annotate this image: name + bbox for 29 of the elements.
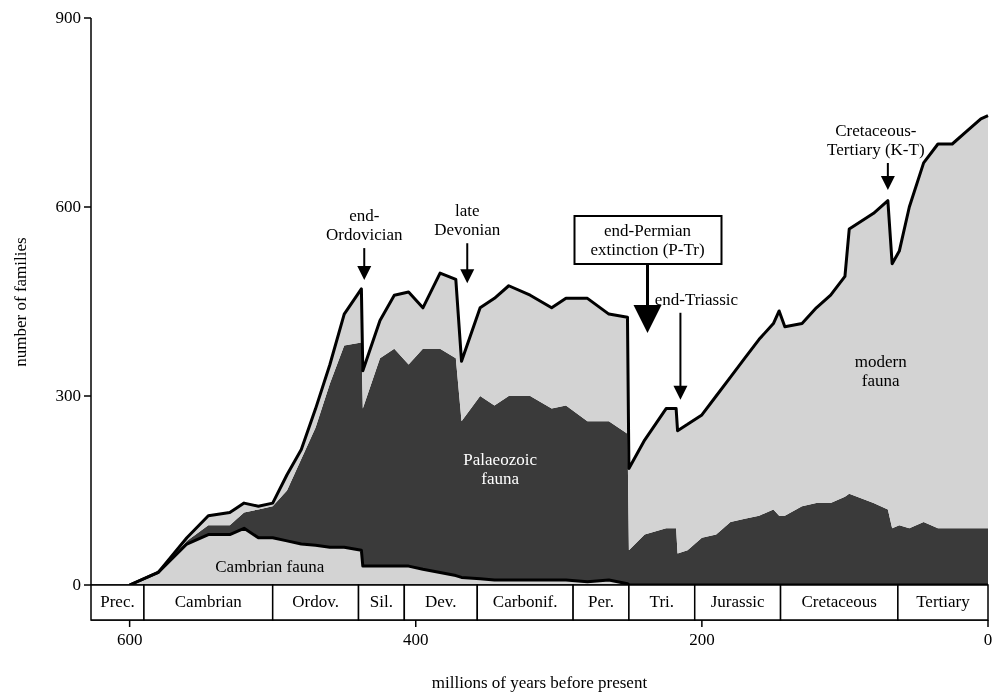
period-label: Ordov. <box>292 592 339 611</box>
period-label: Per. <box>588 592 614 611</box>
tick-label: 300 <box>55 386 81 405</box>
annotation-text: end-Ordovician <box>325 206 404 245</box>
tick-label: 400 <box>403 630 429 649</box>
period-label: Carbonif. <box>492 592 558 611</box>
annotation-text: Cretaceous-Tertiary (K-T) <box>826 121 926 159</box>
period-label: Tri. <box>649 592 674 611</box>
period-label: Sil. <box>369 592 393 611</box>
period-label: Cambrian <box>174 592 242 611</box>
axis-title: number of families <box>10 235 30 369</box>
series-label: Palaeozoic fauna <box>462 449 538 488</box>
annotation-text: end-Triassic <box>653 289 740 309</box>
tick-label: 600 <box>116 630 143 649</box>
tick-label: 0 <box>983 630 993 649</box>
series-label: modern fauna <box>853 351 908 390</box>
axis-title: millions of years before present <box>430 673 649 692</box>
period-label: Tertiary <box>916 592 970 611</box>
series-label: Cambrian fauna <box>214 556 326 576</box>
annotation-text: late Devonian <box>433 201 502 240</box>
period-label: Dev. <box>425 592 457 611</box>
period-label: Cretaceous <box>801 592 877 611</box>
period-label: Jurassic <box>710 592 765 611</box>
tick-label: 600 <box>55 197 81 216</box>
annotation-text: end-Permian extinction (P-Tr) <box>573 215 722 265</box>
tick-label: 900 <box>55 8 81 27</box>
tick-label: 200 <box>689 630 715 649</box>
period-label: Prec. <box>100 592 135 611</box>
tick-label: 0 <box>72 575 81 594</box>
